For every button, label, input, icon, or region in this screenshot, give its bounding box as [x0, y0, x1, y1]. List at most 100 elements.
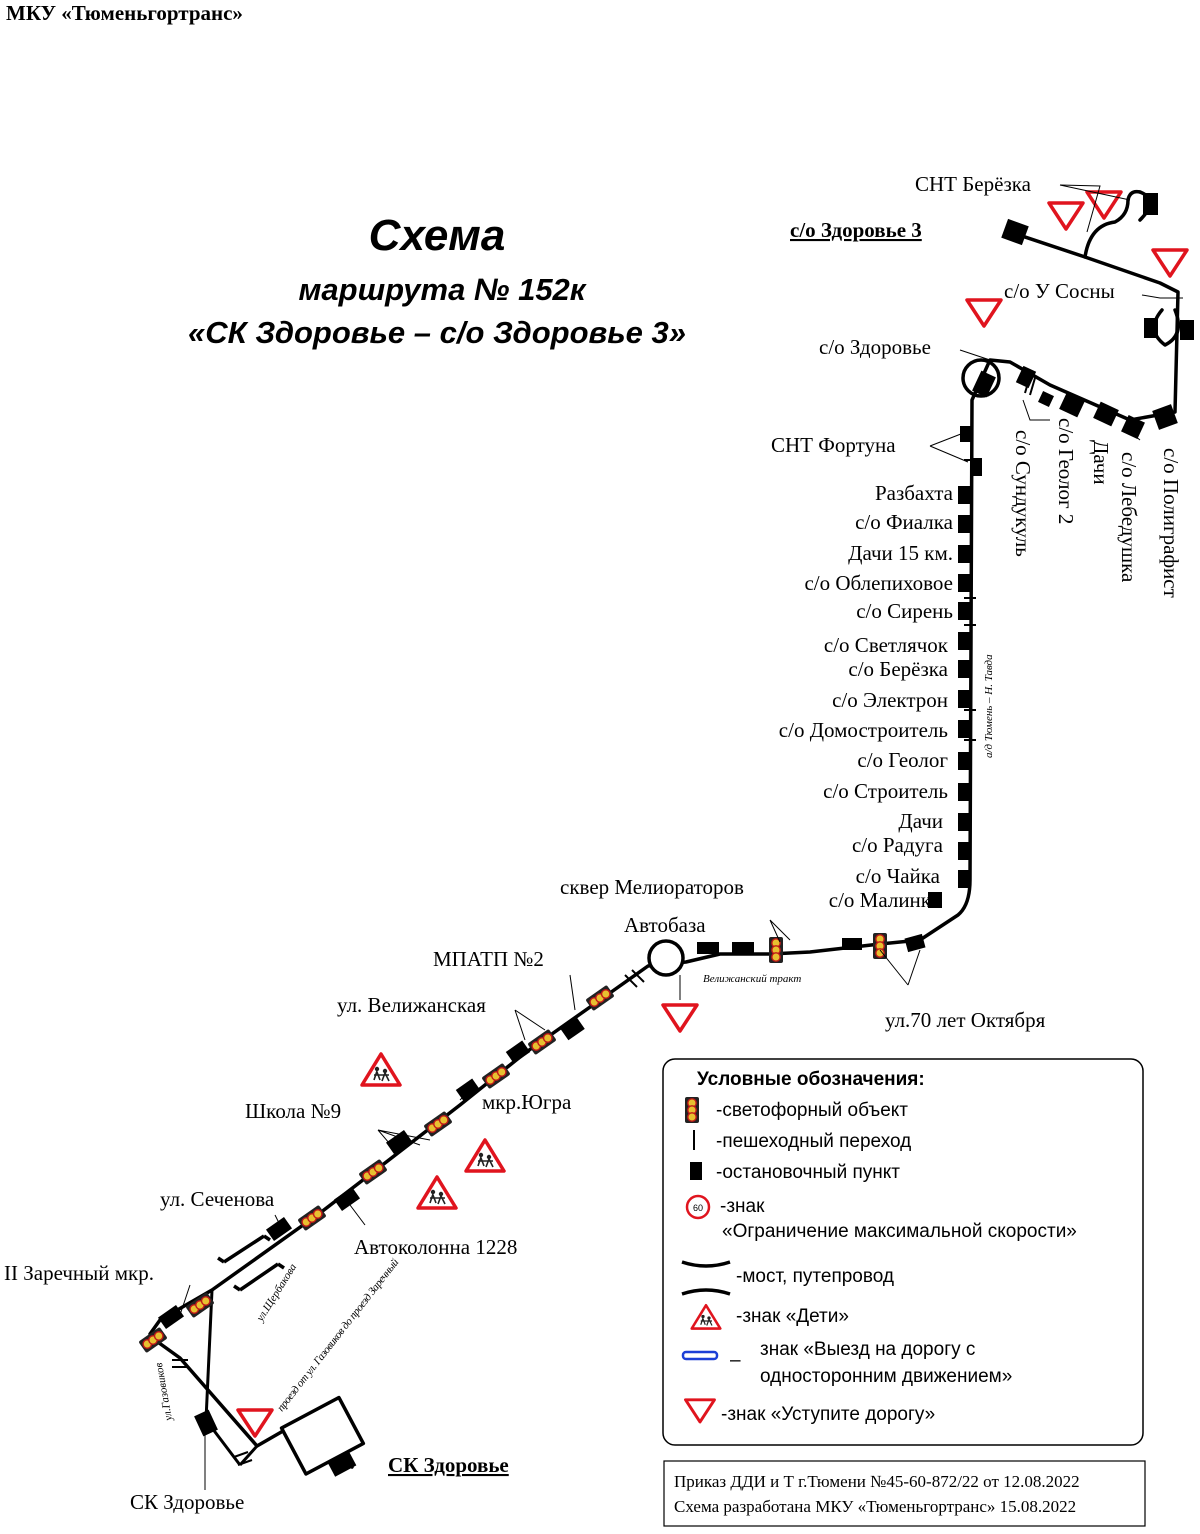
- legend-stop: -остановочный пункт: [716, 1162, 900, 1183]
- yield-sign-icon: [1047, 201, 1085, 231]
- legend-children: -знак «Дети»: [736, 1306, 849, 1327]
- pedestrian-crossing-icon: [233, 1451, 253, 1466]
- stop-label-so-poligrafist: с/о Полиграфист: [1159, 448, 1183, 598]
- stop-labels: СНТ Берёзка с/о Здоровье 3 с/о У Сосны с…: [4, 172, 1183, 1514]
- stop-marker: [958, 574, 970, 592]
- yield-sign-icon: [965, 298, 1003, 328]
- stop-label-so-siren: с/о Сирень: [856, 599, 953, 623]
- stop-label-so-raduga: с/о Радуга: [852, 833, 944, 857]
- traffic-light-icon: [872, 932, 888, 960]
- stop-label-ul-sechenova: ул. Сеченова: [160, 1187, 275, 1211]
- stop-marker: [960, 426, 972, 442]
- stop-label-so-svetlyachok: с/о Светлячок: [824, 633, 949, 657]
- stop-label-so-u-sosny: с/о У Сосны: [1004, 279, 1115, 303]
- footer: Приказ ДДИ и Т г.Тюмени №45-60-872/22 от…: [663, 1460, 1146, 1527]
- legend-oneway-dash: –: [730, 1350, 741, 1371]
- stops-layer: [157, 193, 1194, 1477]
- stop-marker: [265, 1216, 293, 1242]
- title-route-name: «СК Здоровье – с/о Здоровье 3»: [188, 315, 686, 350]
- legend-crossing: -пешеходный переход: [716, 1131, 911, 1152]
- stop-label-so-geolog2: с/о Геолог 2: [1054, 418, 1078, 524]
- stop-marker: [194, 1409, 218, 1437]
- pedestrian-crossing-icon: [1024, 375, 1036, 396]
- stop-label-so-lebedushka: с/о Лебедушка: [1117, 452, 1141, 583]
- stop-marker: [732, 942, 754, 954]
- legend: Условные обозначения: -светофорный объек…: [662, 1058, 1144, 1446]
- legend-yield: -знак «Уступите дорогу»: [721, 1404, 935, 1425]
- stop-marker: [928, 892, 942, 908]
- stop-marker: [385, 1129, 413, 1155]
- stop-marker: [958, 842, 970, 860]
- stop-label-razbahta: Разбахта: [875, 481, 954, 505]
- stop-label-so-sundukul: с/о Сундукуль: [1011, 430, 1035, 557]
- stop-marker: [958, 752, 970, 770]
- legend-oneway-icon: [681, 1350, 719, 1361]
- stop-marker: [904, 933, 926, 953]
- org-header: МКУ «Тюменьгортранс»: [6, 1, 243, 25]
- yield-sign-icon: [1151, 248, 1189, 278]
- stop-label-mpatp2: МПАТП №2: [433, 947, 544, 971]
- traffic-light-icon: [768, 936, 784, 964]
- stop-label-so-domostroitel: с/о Домостроитель: [779, 718, 948, 742]
- stop-label-so-fialka: с/о Фиалка: [855, 510, 954, 534]
- stop-marker: [1038, 391, 1054, 407]
- legend-speed-line1: -знак: [720, 1196, 765, 1217]
- stop-marker: [327, 1451, 357, 1477]
- stop-label-so-malinka: с/о Малинка: [829, 888, 941, 912]
- stop-label-dachi: Дачи: [898, 809, 943, 833]
- legend-box: [662, 1058, 1144, 1446]
- legend-oneway-line2: односторонним движением»: [760, 1366, 1012, 1387]
- legend-stop-icon: [690, 1162, 702, 1180]
- stop-marker: [505, 1040, 531, 1064]
- stop-label-so-zdorovye3: с/о Здоровье 3: [790, 218, 922, 242]
- stop-marker: [958, 515, 970, 533]
- title-route-number: маршрута № 152к: [298, 272, 586, 307]
- title-scheme: Схема: [369, 211, 506, 260]
- road-label-proezd: проезд от ул. Газовиков до проезд Заречн…: [275, 1256, 402, 1414]
- stop-marker: [958, 813, 970, 831]
- stop-marker: [1144, 318, 1158, 338]
- stop-label-snt-berezka: СНТ Берёзка: [915, 172, 1032, 196]
- stop-label-skver: сквер Мелиораторов: [560, 875, 744, 899]
- stop-marker: [958, 632, 970, 650]
- stop-marker: [958, 486, 970, 504]
- stop-marker: [455, 1078, 481, 1102]
- stop-marker: [958, 870, 970, 888]
- legend-traffic-light-icon: [684, 1096, 700, 1124]
- stop-label-avtokolonna: Автоколонна 1228: [354, 1235, 517, 1259]
- stop-marker: [697, 942, 719, 954]
- stop-label-snt-fortuna: СНТ Фортуна: [771, 433, 896, 457]
- stop-marker: [1180, 320, 1194, 340]
- stop-marker: [1152, 404, 1178, 430]
- legend-traffic-light: -светофорный объект: [716, 1100, 908, 1121]
- legend-bridge: -мост, путепровод: [736, 1266, 894, 1287]
- stop-marker: [958, 690, 970, 708]
- yield-sign-icon: [661, 1003, 699, 1033]
- stop-label-so-elektron: с/о Электрон: [832, 688, 948, 712]
- stop-marker: [958, 783, 970, 801]
- stop-label-dachi15: Дачи 15 км.: [848, 541, 953, 565]
- road-label-velizhansky: Велижанский тракт: [703, 973, 801, 985]
- stop-marker: [1001, 218, 1029, 246]
- road-label-gazovikov: ул.Газовиков: [153, 1362, 175, 1423]
- pedestrian-crossing-icon: [172, 1359, 188, 1368]
- legend-title: Условные обозначения:: [697, 1069, 925, 1090]
- stop-marker: [972, 370, 996, 398]
- stop-marker: [1093, 401, 1119, 427]
- stop-label-so-geolog: с/о Геолог: [857, 748, 948, 772]
- children-sign-icon: [360, 1052, 402, 1087]
- stop-label-zarechny2: II Заречный мкр.: [4, 1261, 154, 1285]
- bridge-icon: [217, 1234, 285, 1292]
- children-sign-icon: [464, 1138, 506, 1173]
- footer-box: [663, 1460, 1146, 1527]
- stop-marker: [842, 938, 862, 950]
- speed-limit-icon: 60: [685, 1194, 711, 1220]
- stop-marker: [958, 545, 970, 563]
- stop-marker: [958, 720, 970, 738]
- stop-marker: [559, 1015, 585, 1041]
- stop-marker: [1143, 193, 1158, 215]
- stop-label-avtobaza: Автобаза: [624, 913, 706, 937]
- stop-marker: [157, 1304, 185, 1330]
